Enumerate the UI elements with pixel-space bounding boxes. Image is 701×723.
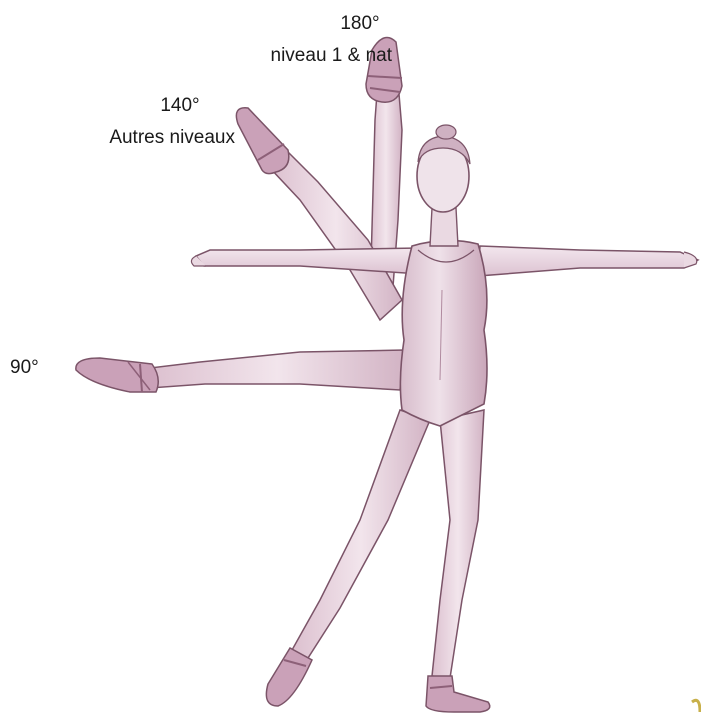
label-140-level: Autres niveaux <box>40 128 235 147</box>
supporting-legs <box>266 410 489 712</box>
label-180-angle: 180° <box>300 14 420 33</box>
head <box>417 125 470 246</box>
torso-leotard <box>400 240 487 426</box>
pointe-shoe-140 <box>236 108 288 174</box>
pointe-shoe-90 <box>76 358 158 392</box>
label-90-angle: 90° <box>10 358 39 377</box>
corner-mark <box>692 700 700 712</box>
leg-90 <box>76 350 405 392</box>
label-140-angle: 140° <box>130 96 230 115</box>
pointe-shoe-back <box>266 648 312 706</box>
label-180-level: niveau 1 & nat <box>180 46 392 65</box>
ballet-shoe-front <box>426 676 490 712</box>
